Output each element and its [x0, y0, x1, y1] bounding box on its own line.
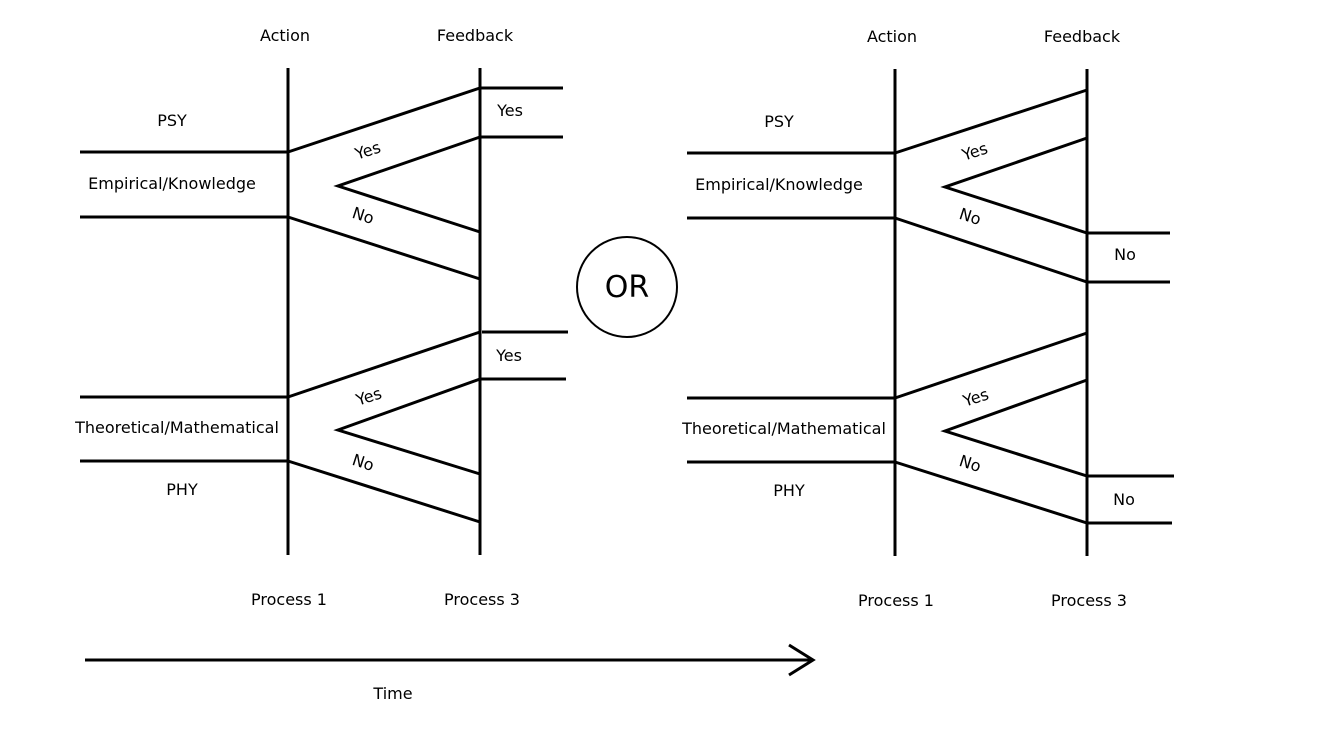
- or-label: OR: [605, 270, 649, 305]
- right-bottom-branch-yes: Yes: [960, 384, 991, 410]
- left-empirical-label: Empirical/Knowledge: [88, 174, 256, 193]
- left-theoretical-label: Theoretical/Mathematical: [74, 418, 279, 437]
- right-bottom-branch-no: No: [957, 451, 984, 476]
- right-bottom-cone-upper-edge: [894, 331, 1088, 400]
- right-action-header: Action: [867, 27, 917, 46]
- time-label: Time: [372, 684, 412, 703]
- left-bottom-cone-upper-edge: [287, 330, 481, 399]
- left-bottom-cone-lower-edge: [287, 459, 481, 524]
- right-theoretical-label: Theoretical/Mathematical: [681, 419, 886, 438]
- right-top-cone-upper-edge: [894, 88, 1088, 155]
- time-arrow-head: [788, 643, 816, 677]
- right-bottom-outcome-label: No: [1113, 490, 1135, 509]
- left-diagram: Action Feedback PSY Empirical/Knowledge …: [74, 26, 568, 609]
- right-top-branch-no: No: [957, 204, 984, 229]
- left-action-header: Action: [260, 26, 310, 45]
- left-top-branch-yes: Yes: [352, 137, 383, 163]
- time-arrow: Time: [85, 643, 816, 703]
- right-top-branch-yes: Yes: [959, 138, 990, 164]
- left-top-cone-lower-edge: [287, 215, 481, 281]
- right-diagram: Action Feedback PSY Empirical/Knowledge …: [681, 27, 1174, 610]
- right-bottom-cone-lower-edge: [894, 460, 1172, 525]
- right-top-outcome-label: No: [1114, 245, 1136, 264]
- right-psy-label: PSY: [764, 112, 794, 131]
- left-bottom-inner-wedge: [333, 377, 481, 476]
- left-top-branch-no: No: [350, 203, 377, 228]
- left-top-inner-wedge: [333, 135, 481, 234]
- right-bottom-inner-wedge: [940, 378, 1174, 478]
- left-phy-label: PHY: [166, 480, 198, 499]
- right-process-1-label: Process 1: [858, 591, 934, 610]
- or-connector: OR: [576, 236, 678, 338]
- left-bottom-branch-yes: Yes: [353, 383, 384, 409]
- right-top-cone-lower-edge: [894, 216, 1170, 284]
- left-process-1-label: Process 1: [251, 590, 327, 609]
- left-feedback-header: Feedback: [437, 26, 514, 45]
- right-phy-label: PHY: [773, 481, 805, 500]
- right-process-3-label: Process 3: [1051, 591, 1127, 610]
- left-top-cone-upper-edge: [287, 86, 563, 154]
- left-psy-label: PSY: [157, 111, 187, 130]
- right-empirical-label: Empirical/Knowledge: [695, 175, 863, 194]
- left-bottom-outcome-label: Yes: [495, 346, 522, 365]
- left-process-3-label: Process 3: [444, 590, 520, 609]
- right-top-inner-wedge: [940, 136, 1170, 235]
- or-circle: [576, 236, 678, 338]
- left-bottom-branch-no: No: [350, 450, 377, 475]
- right-feedback-header: Feedback: [1044, 27, 1121, 46]
- left-top-outcome-label: Yes: [496, 101, 523, 120]
